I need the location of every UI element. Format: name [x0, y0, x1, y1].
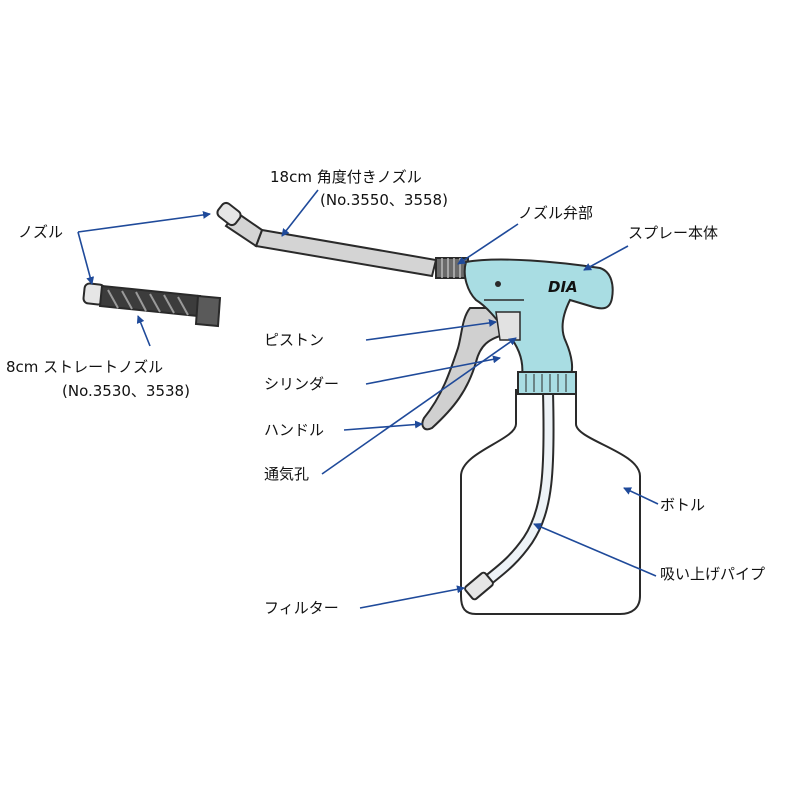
- label-bottle: ボトル: [660, 496, 705, 514]
- brand-mark: DIA: [548, 278, 578, 296]
- label-vent-hole: 通気孔: [264, 465, 309, 483]
- label-handle: ハンドル: [264, 421, 324, 439]
- angled-nozzle: [216, 201, 469, 279]
- label-piston: ピストン: [264, 331, 324, 349]
- filter: [464, 571, 494, 601]
- leader-lines: [77, 189, 659, 609]
- label-cylinder: シリンダー: [264, 375, 339, 393]
- piston: [495, 311, 521, 341]
- straight-nozzle: [82, 282, 222, 328]
- spray-body: DIA: [463, 258, 614, 377]
- bottle-cap: [517, 371, 577, 395]
- label-angled-nozzle-model: (No.3550、3558): [320, 191, 448, 209]
- label-straight-nozzle-model: (No.3530、3538): [62, 382, 190, 400]
- label-angled-nozzle: 18cm 角度付きノズル: [270, 168, 422, 186]
- label-suction-pipe: 吸い上げパイプ: [660, 565, 765, 583]
- label-filter: フィルター: [264, 599, 339, 617]
- label-nozzle: ノズル: [18, 223, 63, 241]
- label-spray-body: スプレー本体: [628, 224, 718, 242]
- label-nozzle-valve: ノズル弁部: [518, 204, 593, 222]
- label-straight-nozzle: 8cm ストレートノズル: [6, 358, 163, 376]
